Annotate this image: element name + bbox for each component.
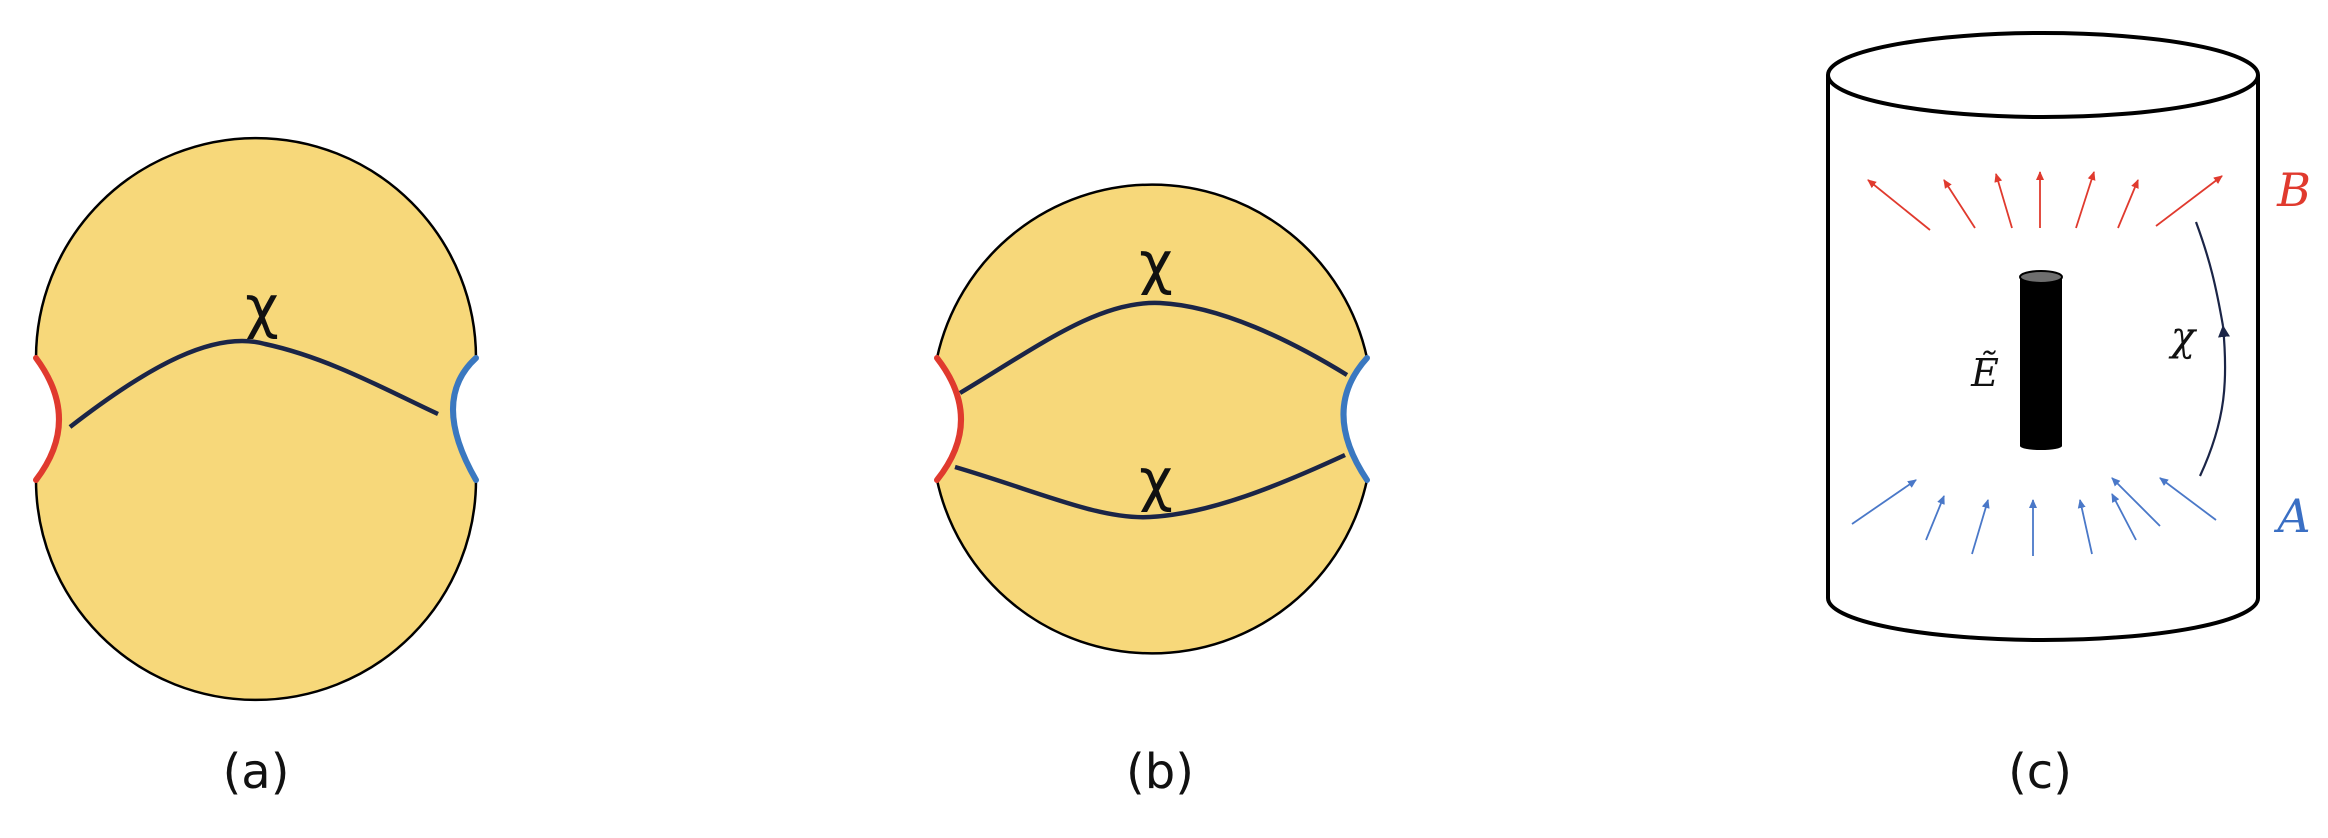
geodesic-a: [68, 338, 439, 429]
cylinder-top: [1826, 31, 2260, 119]
caption-b: (b): [1126, 744, 1194, 800]
panel-a: χ (a): [33, 136, 479, 800]
blue-arrow: [2077, 499, 2093, 555]
blue-arrow: [1851, 479, 1917, 525]
caption-c: (c): [2008, 744, 2072, 800]
red-arrow: [2075, 171, 2096, 229]
chi-label-b-lower: χ: [1139, 446, 1173, 514]
label-E-tilde: Ẽ: [1970, 351, 1999, 395]
chi-label-a: χ: [245, 273, 279, 341]
red-arrow: [1867, 179, 1931, 231]
red-arrow: [2117, 179, 2139, 229]
red-arrow: [1943, 179, 1976, 229]
caption-a: (a): [223, 744, 290, 800]
left-boundary-a: [33, 355, 62, 483]
blue-arrow: [1971, 499, 1990, 555]
panel-b: χ χ (b): [934, 183, 1370, 800]
blue-arrow: [2159, 477, 2217, 521]
blue-arrow: [2111, 493, 2137, 541]
label-chi-c: χ: [2168, 314, 2198, 360]
chi-arrow-tail: [2194, 221, 2225, 327]
disk-a: [34, 136, 478, 702]
right-boundary-a: [450, 355, 479, 483]
red-arrow: [1994, 173, 2013, 229]
blue-arrow: [2111, 477, 2161, 527]
right-boundary-b: [1340, 355, 1370, 483]
lower-geodesic-b: [954, 452, 1346, 520]
label-A: A: [2273, 489, 2310, 543]
blue-arrow: [1925, 495, 1945, 541]
incoming-arrows: [1851, 477, 2217, 556]
outgoing-arrows: [1867, 171, 2223, 231]
cylinder-bottom: [1826, 597, 2260, 642]
left-boundary-b: [934, 355, 964, 483]
upper-geodesic-b: [958, 300, 1349, 395]
red-arrow: [2155, 175, 2223, 227]
black-hole-cylinder: [2019, 270, 2063, 450]
chi-label-b-upper: χ: [1139, 229, 1173, 297]
panel-c: Ẽ χ B A (c): [1826, 31, 2311, 800]
chi-arrow: [2199, 325, 2230, 477]
label-B: B: [2276, 163, 2311, 217]
